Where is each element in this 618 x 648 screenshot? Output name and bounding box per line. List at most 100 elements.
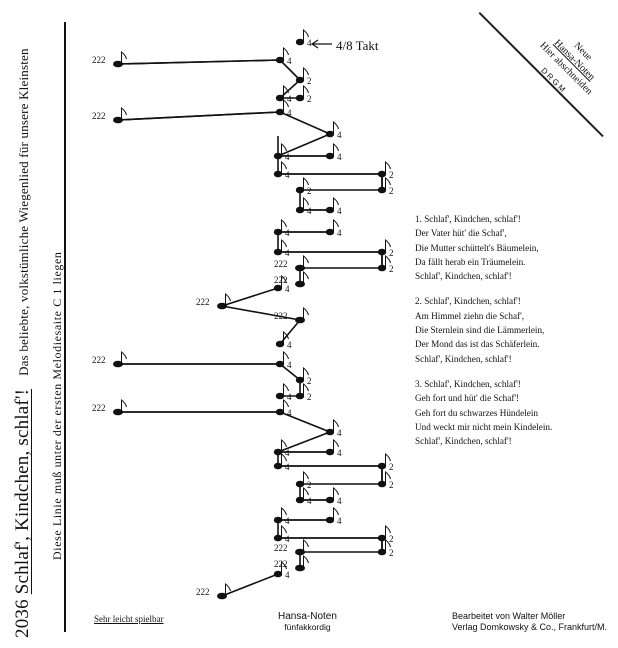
note-stem — [303, 382, 309, 396]
note-stem — [303, 270, 309, 284]
verse-line: Schlaf', Kindchen, schlaf'! — [415, 353, 512, 364]
beat-label: 2 — [389, 170, 394, 180]
note-stem — [333, 218, 339, 232]
note-stem — [303, 66, 309, 80]
verse-2: 2. Schlaf', Kindchen, schlaf'! Am Himmel… — [415, 294, 552, 365]
connector-line — [279, 59, 301, 81]
note-head — [295, 548, 305, 556]
note-head — [325, 496, 335, 504]
note-head — [377, 248, 387, 256]
verse-1: 1. Schlaf', Kindchen, schlaf'! Der Vater… — [415, 212, 552, 283]
note-stem — [333, 142, 339, 156]
note-head — [273, 534, 283, 542]
note-stem — [333, 506, 339, 520]
note-head — [377, 186, 387, 194]
beat-label: 4 — [337, 228, 342, 238]
note-stem — [281, 274, 287, 288]
beat-label: 222 — [92, 55, 106, 65]
beat-label: 4 — [337, 516, 342, 526]
beat-label: 2 — [389, 548, 394, 558]
beat-label: 2 — [389, 186, 394, 196]
beat-label: 4 — [285, 534, 290, 544]
connector-line — [279, 411, 331, 433]
connector-line — [221, 305, 301, 321]
publisher-credit: Verlag Domkowsky & Co., Frankfurt/M. — [452, 622, 608, 632]
note-stem — [281, 438, 287, 452]
note-head — [325, 448, 335, 456]
publisher-brand: Hansa-Noten fünfakkordig — [278, 611, 337, 633]
note-stem — [281, 506, 287, 520]
beat-label: 4 — [287, 94, 292, 104]
note-head — [273, 284, 283, 292]
beat-label: 2 — [389, 264, 394, 274]
note-stem — [385, 254, 391, 268]
arranger-credit: Bearbeitet von Walter Möller — [452, 611, 566, 621]
note-head — [377, 462, 387, 470]
note-head — [275, 56, 285, 64]
note-stem — [283, 98, 289, 112]
verse-line: Da fällt herab ein Träumelein. — [415, 256, 526, 267]
note-stem — [225, 292, 231, 306]
beat-label: 222 — [274, 559, 288, 569]
takt-arrow-icon — [310, 39, 332, 49]
note-head — [295, 564, 305, 572]
connector-line — [117, 111, 281, 121]
beat-label: 222 — [92, 111, 106, 121]
verse-line: Geh fort und hüt' die Schaf'! — [415, 393, 520, 404]
note-stem — [333, 438, 339, 452]
verse-line: 1. Schlaf', Kindchen, schlaf'! — [415, 214, 521, 224]
note-head — [295, 76, 305, 84]
verse-line: 3. Schlaf', Kindchen, schlaf'! — [415, 378, 521, 389]
note-stem — [303, 254, 309, 268]
beat-label: 4 — [337, 130, 342, 140]
note-stem — [303, 554, 309, 568]
note-head — [275, 340, 285, 348]
note-head — [295, 94, 305, 102]
verse-line: Der Mond das ist das Schäferlein. — [415, 339, 540, 350]
note-stem — [303, 84, 309, 98]
note-head — [295, 496, 305, 504]
note-head — [113, 408, 123, 416]
verse-line: Schlaf', Kindchen, schlaf'! — [415, 271, 512, 282]
note-head — [275, 108, 285, 116]
connector-line — [221, 287, 279, 307]
note-head — [295, 392, 305, 400]
beat-label: 222 — [92, 355, 106, 365]
beat-label: 4 — [285, 228, 290, 238]
note-head — [217, 592, 227, 600]
note-head — [275, 392, 285, 400]
beat-label: 222 — [274, 259, 288, 269]
note-head — [275, 360, 285, 368]
verse-3: 3. Schlaf', Kindchen, schlaf'! Geh fort … — [415, 377, 552, 448]
note-head — [273, 152, 283, 160]
note-head — [273, 248, 283, 256]
note-head — [325, 516, 335, 524]
verse-line: Geh fort du schwarzes Hündelein — [415, 407, 538, 418]
note-stem — [281, 238, 287, 252]
beat-label: 2 — [389, 534, 394, 544]
beat-label: 4 — [285, 170, 290, 180]
note-head — [295, 376, 305, 384]
beat-label: 4 — [285, 448, 290, 458]
beat-label: 4 — [285, 462, 290, 472]
note-head — [275, 94, 285, 102]
note-stem — [281, 218, 287, 232]
note-stem — [281, 160, 287, 174]
note-head — [273, 448, 283, 456]
beat-label: 222 — [196, 297, 210, 307]
beat-label: 4 — [337, 152, 342, 162]
note-head — [377, 264, 387, 272]
beat-label: 4 — [285, 248, 290, 258]
note-stem — [281, 142, 287, 156]
note-stem — [303, 366, 309, 380]
beat-label: 4 — [285, 284, 290, 294]
note-stem — [281, 560, 287, 574]
connector-line — [221, 573, 279, 597]
note-head — [325, 428, 335, 436]
beat-label: 222 — [274, 311, 288, 321]
beat-label: 4 — [337, 206, 342, 216]
note-stem — [303, 176, 309, 190]
verse-line: 2. Schlaf', Kindchen, schlaf'! — [415, 296, 521, 307]
